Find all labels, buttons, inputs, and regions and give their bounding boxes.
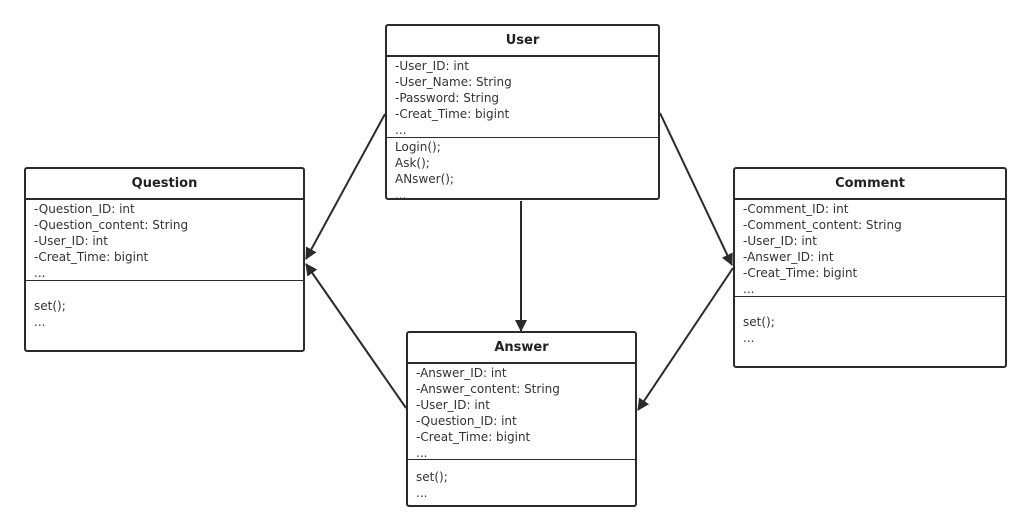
question-class-name: Question [26, 169, 303, 200]
comment-attribute: -Answer_ID: int [743, 250, 834, 264]
user-class-box[interactable]: User -User_ID: int -User_Name: String -P… [385, 24, 660, 200]
answer-attribute: -User_ID: int [416, 398, 490, 412]
comment-method: ... [743, 331, 755, 345]
arrow-user-to-comment [659, 112, 733, 266]
user-methods: Login(); Ask(); ANswer(); ... [387, 138, 658, 200]
arrow-answer-to-question [305, 263, 407, 409]
question-method: ... [34, 315, 46, 329]
user-method: Login(); [395, 140, 441, 154]
comment-attribute: -Comment_ID: int [743, 202, 849, 216]
user-attribute: -User_ID: int [395, 59, 469, 73]
comment-attribute: ... [743, 282, 755, 296]
user-attributes: -User_ID: int -User_Name: String -Passwo… [387, 57, 658, 138]
question-method: set(); [34, 299, 66, 313]
answer-attribute: -Answer_ID: int [416, 366, 507, 380]
answer-class-name: Answer [408, 333, 635, 364]
user-attribute: ... [395, 123, 407, 137]
answer-attributes: -Answer_ID: int -Answer_content: String … [408, 364, 635, 460]
answer-method: set(); [416, 470, 448, 484]
answer-methods: set(); ... [408, 460, 635, 501]
user-attribute: -Password: String [395, 91, 500, 105]
question-attribute: -Question_ID: int [34, 202, 135, 216]
question-class-box[interactable]: Question -Question_ID: int -Question_con… [24, 167, 305, 352]
question-attributes: -Question_ID: int -Question_content: Str… [26, 200, 303, 281]
question-attribute: -User_ID: int [34, 234, 108, 248]
question-attribute: -Question_content: String [34, 218, 189, 232]
question-attribute: -Creat_Time: bigint [34, 250, 149, 264]
question-methods: set(); ... [26, 281, 303, 330]
answer-attribute: -Creat_Time: bigint [416, 430, 531, 444]
answer-class-box[interactable]: Answer -Answer_ID: int -Answer_content: … [406, 331, 637, 507]
user-method: ... [395, 188, 407, 200]
method-spacer [743, 298, 997, 314]
comment-class-box[interactable]: Comment -Comment_ID: int -Comment_conten… [733, 167, 1007, 368]
user-class-name: User [387, 26, 658, 57]
comment-attributes: -Comment_ID: int -Comment_content: Strin… [735, 200, 1005, 297]
method-spacer [34, 282, 295, 298]
comment-attribute: -Comment_content: String [743, 218, 902, 232]
comment-attribute: -Creat_Time: bigint [743, 266, 858, 280]
comment-methods: set(); ... [735, 297, 1005, 346]
question-attribute: ... [34, 266, 46, 280]
comment-attribute: -User_ID: int [743, 234, 817, 248]
answer-attribute: ... [416, 446, 428, 460]
user-method: Ask(); [395, 156, 430, 170]
arrow-comment-to-answer [637, 267, 734, 411]
answer-attribute: -Question_ID: int [416, 414, 517, 428]
user-attribute: -User_Name: String [395, 75, 512, 89]
arrow-user-to-question [305, 113, 386, 260]
comment-method: set(); [743, 315, 775, 329]
answer-method: ... [416, 486, 428, 500]
answer-attribute: -Answer_content: String [416, 382, 560, 396]
comment-class-name: Comment [735, 169, 1005, 200]
user-attribute: -Creat_Time: bigint [395, 107, 510, 121]
user-method: ANswer(); [395, 172, 454, 186]
